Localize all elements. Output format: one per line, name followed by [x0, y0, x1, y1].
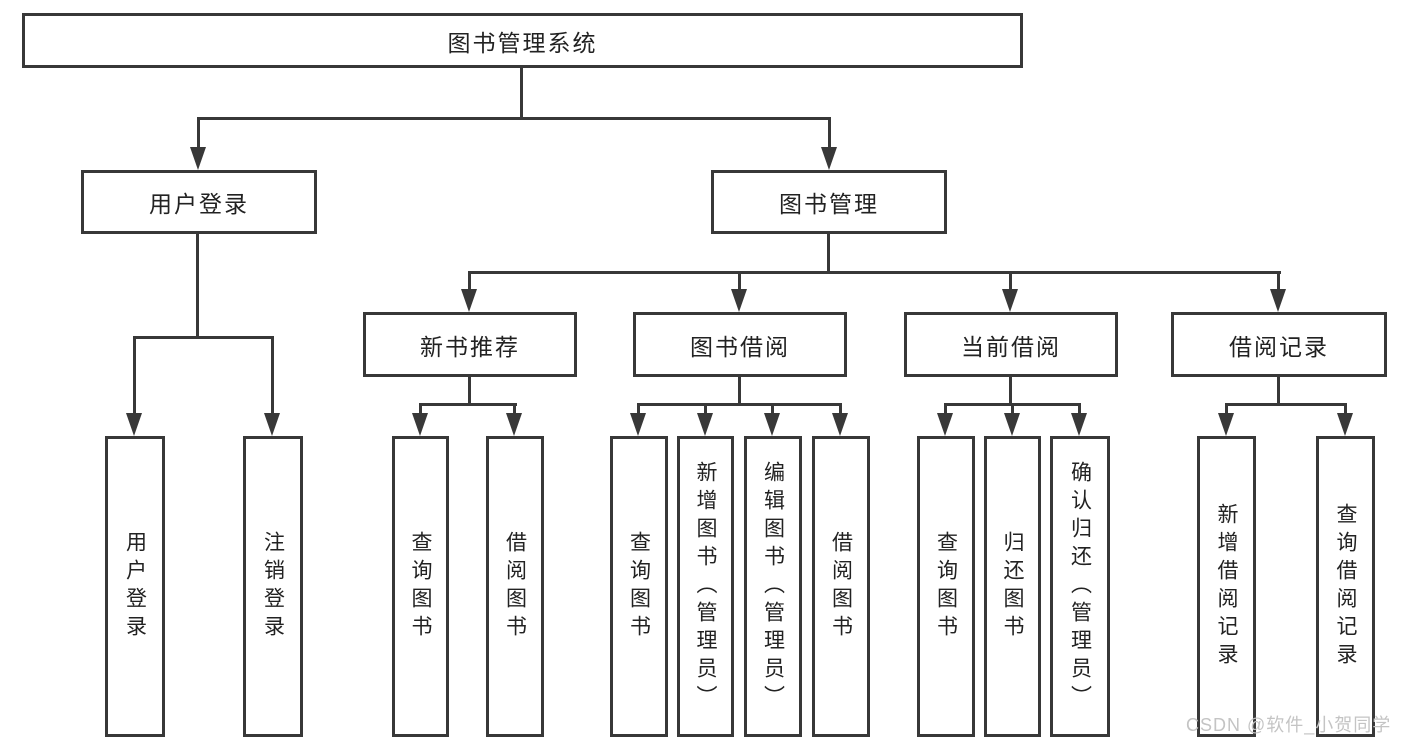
watermark: CSDN @软件_小贺同学	[1186, 715, 1392, 735]
connector-line	[197, 117, 200, 149]
connector-line	[839, 403, 842, 416]
leaf-borrow-edit-books-admin: 编辑图书（管理员）	[744, 436, 802, 737]
node-new-book-recommend: 新书推荐	[363, 312, 577, 377]
connector-line	[419, 403, 422, 416]
leaf-current-confirm-return-admin-label: 确认归还（管理员）	[1068, 460, 1092, 713]
arrowhead-down-icon	[126, 413, 142, 436]
leaf-borrow-add-books-admin-label: 新增图书（管理员）	[694, 460, 717, 713]
leaf-newbook-borrow-books: 借阅图书	[486, 436, 544, 737]
leaf-current-confirm-return-admin: 确认归还（管理员）	[1050, 436, 1110, 737]
connector-line	[1009, 377, 1012, 406]
leaf-record-query-borrow-record: 查询借阅记录	[1316, 436, 1375, 737]
node-user-login: 用户登录	[81, 170, 317, 234]
connector-line	[468, 377, 471, 406]
leaf-current-query-books-label: 查询图书	[934, 530, 958, 643]
leaf-user-login: 用户登录	[105, 436, 165, 737]
arrowhead-down-icon	[1337, 413, 1353, 436]
leaf-record-query-borrow-record-label: 查询借阅记录	[1334, 502, 1357, 671]
connector-line	[133, 336, 136, 415]
arrowhead-down-icon	[1004, 413, 1020, 436]
arrowhead-down-icon	[1071, 413, 1087, 436]
connector-line	[771, 403, 774, 416]
node-new-book-recommend-label: 新书推荐	[420, 333, 520, 360]
node-current-borrowing-label: 当前借阅	[961, 333, 1061, 360]
node-current-borrowing: 当前借阅	[904, 312, 1118, 377]
connector-line	[197, 117, 831, 120]
connector-line	[637, 403, 842, 406]
arrowhead-down-icon	[764, 413, 780, 436]
arrowhead-down-icon	[937, 413, 953, 436]
leaf-record-add-borrow-record-label: 新增借阅记录	[1215, 502, 1238, 671]
connector-line	[1277, 271, 1280, 291]
leaf-newbook-query-books-label: 查询图书	[409, 530, 432, 643]
arrowhead-down-icon	[1270, 289, 1286, 312]
leaf-newbook-borrow-books-label: 借阅图书	[503, 530, 527, 643]
node-root-label: 图书管理系统	[447, 29, 598, 56]
leaf-current-return-books: 归还图书	[984, 436, 1041, 737]
arrowhead-down-icon	[630, 413, 646, 436]
leaf-borrow-edit-books-admin-label: 编辑图书（管理员）	[761, 460, 785, 713]
leaf-borrow-query-books: 查询图书	[610, 436, 668, 737]
arrowhead-down-icon	[412, 413, 428, 436]
arrowhead-down-icon	[821, 147, 837, 170]
node-book-management-label: 图书管理	[779, 191, 879, 217]
connector-line	[1344, 403, 1347, 416]
arrowhead-down-icon	[1002, 289, 1018, 312]
leaf-borrow-add-books-admin: 新增图书（管理员）	[677, 436, 734, 737]
node-book-management: 图书管理	[711, 170, 947, 234]
connector-line	[827, 234, 830, 274]
leaf-current-return-books-label: 归还图书	[1001, 530, 1024, 643]
connector-line	[738, 271, 741, 291]
connector-line	[468, 271, 471, 291]
connector-line	[637, 403, 640, 416]
arrowhead-down-icon	[461, 289, 477, 312]
connector-line	[1225, 403, 1228, 416]
connector-line	[196, 234, 199, 339]
connector-line	[468, 271, 1281, 274]
arrowhead-down-icon	[506, 413, 522, 436]
leaf-user-login-label: 用户登录	[123, 530, 147, 643]
node-book-borrowing: 图书借阅	[633, 312, 847, 377]
arrowhead-down-icon	[697, 413, 713, 436]
arrowhead-down-icon	[1218, 413, 1234, 436]
connector-line	[1009, 271, 1012, 291]
connector-line	[513, 403, 516, 416]
connector-line	[1011, 403, 1014, 416]
connector-line	[1277, 377, 1280, 406]
connector-line	[738, 377, 741, 406]
leaf-record-add-borrow-record: 新增借阅记录	[1197, 436, 1256, 737]
node-book-borrowing-label: 图书借阅	[690, 333, 790, 360]
leaf-borrow-borrow-books: 借阅图书	[812, 436, 870, 737]
leaf-logout: 注销登录	[243, 436, 303, 737]
leaf-current-query-books: 查询图书	[917, 436, 975, 737]
connector-line	[419, 403, 517, 406]
leaf-logout-label: 注销登录	[261, 530, 285, 643]
arrowhead-down-icon	[190, 147, 206, 170]
leaf-newbook-query-books: 查询图书	[392, 436, 449, 737]
node-borrowing-records-label: 借阅记录	[1229, 333, 1329, 360]
node-user-login-label: 用户登录	[149, 191, 249, 217]
connector-line	[704, 403, 707, 416]
leaf-borrow-borrow-books-label: 借阅图书	[829, 530, 853, 643]
arrowhead-down-icon	[264, 413, 280, 436]
node-root: 图书管理系统	[22, 13, 1023, 68]
connector-line	[271, 336, 274, 415]
connector-line	[828, 117, 831, 149]
connector-line	[1225, 403, 1347, 406]
connector-line	[133, 336, 274, 339]
connector-line	[944, 403, 947, 416]
node-borrowing-records: 借阅记录	[1171, 312, 1387, 377]
arrowhead-down-icon	[832, 413, 848, 436]
leaf-borrow-query-books-label: 查询图书	[627, 530, 651, 643]
arrowhead-down-icon	[731, 289, 747, 312]
connector-line	[1078, 403, 1081, 416]
connector-line	[520, 68, 523, 117]
